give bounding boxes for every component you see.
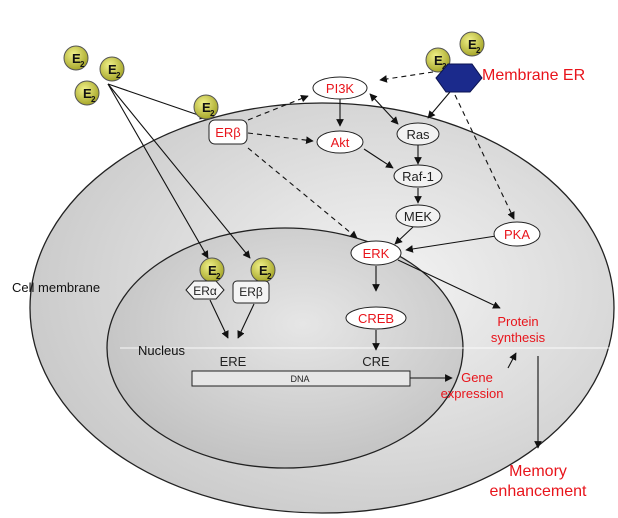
ere-label: ERE (220, 354, 247, 369)
estrogen-molecule: E 2 (199, 257, 225, 283)
mek-node (395, 204, 441, 228)
creb-label: CREB (358, 311, 394, 326)
protein-synthesis-label-line2: synthesis (491, 330, 546, 345)
estrogen-molecule: E 2 (193, 94, 219, 120)
erk-label: ERK (363, 246, 390, 261)
svg-text:2: 2 (91, 95, 96, 104)
svg-text:E: E (208, 263, 217, 278)
svg-text:2: 2 (216, 272, 221, 281)
estrogen-molecule: E 2 (74, 80, 100, 106)
cell-membrane-label: Cell membrane (12, 280, 100, 295)
estrogen-molecule: E 2 (459, 31, 485, 57)
memory-enhancement-label-line2: enhancement (490, 483, 588, 500)
ras-label: Ras (406, 127, 430, 142)
svg-text:E: E (108, 62, 117, 77)
estrogen-molecule: E 2 (99, 56, 125, 82)
erk-node (350, 240, 402, 266)
er-beta-nuclear-box (232, 280, 270, 304)
svg-text:E: E (434, 53, 443, 68)
mek-label: MEK (404, 209, 433, 224)
estrogen-molecule: E 2 (250, 257, 276, 283)
raf1-label: Raf-1 (402, 169, 434, 184)
er-alpha-label: ERα (193, 284, 217, 298)
svg-text:2: 2 (442, 62, 447, 71)
er-beta-cyto-label: ERβ (215, 125, 241, 140)
svg-text:2: 2 (80, 60, 85, 69)
er-alpha-hexagon (185, 280, 225, 300)
membrane-er-label: Membrane ER (482, 67, 585, 84)
estrogen-molecule: E 2 (63, 45, 89, 71)
er-beta-cyto-box (208, 119, 248, 145)
er-beta-nuclear-label: ERβ (239, 285, 263, 299)
creb-node (345, 306, 407, 330)
pi3k-node (312, 76, 368, 100)
pi3k-label: PI3K (326, 81, 355, 96)
cre-label: CRE (362, 354, 390, 369)
gene-expression-label-line1: Gene (461, 370, 493, 385)
membrane-er-hexagon (435, 63, 483, 93)
nucleus-label: Nucleus (138, 343, 185, 358)
dna-bar (191, 370, 411, 387)
svg-text:2: 2 (476, 46, 481, 55)
svg-text:E: E (259, 263, 268, 278)
dna-label: DNA (290, 374, 309, 384)
memory-enhancement-label-line1: Memory (509, 463, 567, 480)
akt-node (316, 130, 364, 154)
svg-text:2: 2 (116, 71, 121, 80)
svg-text:E: E (83, 86, 92, 101)
gene-expression-label-line2: expression (441, 386, 504, 401)
svg-text:2: 2 (267, 272, 272, 281)
raf1-node (393, 164, 443, 188)
svg-text:2: 2 (210, 109, 215, 118)
protein-synthesis-label-line1: Protein (497, 314, 538, 329)
estrogen-molecule: E 2 (425, 47, 451, 73)
arrows (107, 71, 542, 449)
akt-label: Akt (331, 135, 350, 150)
pka-node (493, 221, 541, 247)
svg-text:E: E (72, 51, 81, 66)
ras-node (396, 122, 440, 146)
svg-text:E: E (468, 37, 477, 52)
pka-label: PKA (504, 227, 530, 242)
svg-text:E: E (202, 100, 211, 115)
